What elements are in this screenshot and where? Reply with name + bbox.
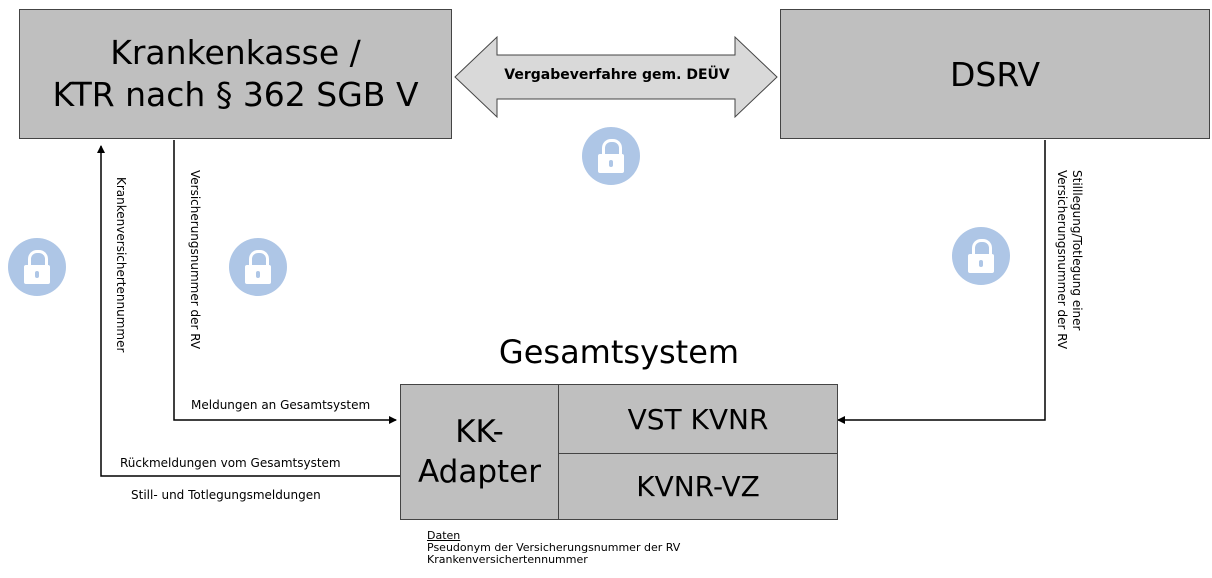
meldungen-label: Meldungen an Gesamtsystem [191, 398, 371, 412]
lock-icon [8, 238, 66, 296]
rueckmeldungen-label: Rückmeldungen vom Gesamtsystem [120, 456, 341, 470]
stilllegung-label-line2: Versicherungsnummer der RV [1055, 170, 1069, 350]
versicherungsnummer-label: Versicherungsnummer der RV [188, 170, 202, 350]
stilllegung-label-line1: Stilllegung/Totlegung einer [1070, 170, 1084, 331]
kvnr-vz-label: KVNR-VZ [636, 470, 760, 503]
double-arrow [454, 35, 778, 119]
krankenkasse-title: Krankenkasse / [110, 33, 361, 72]
stilllegung-line [837, 140, 1046, 424]
krankenkasse-box: Krankenkasse / KTR nach § 362 SGB V [19, 9, 452, 139]
kk-adapter-line1: KK- [455, 414, 504, 450]
meldungen-line [173, 140, 397, 424]
kk-adapter-line2: Adapter [418, 454, 541, 490]
ktr-subtitle: KTR nach § 362 SGB V [52, 75, 419, 114]
still-tot-label: Still- und Totlegungsmeldungen [131, 488, 321, 502]
daten-line1: Pseudonym der Versicherungsnummer der RV [427, 541, 681, 554]
lock-icon [582, 127, 640, 185]
krankenversichertennummer-label: Krankenversichertennummer [114, 177, 128, 353]
daten-heading: Daten [427, 529, 461, 542]
dsrv-title: DSRV [949, 54, 1041, 94]
vst-kvnr-box: VST KVNR [558, 384, 838, 454]
daten-legend: Daten Pseudonym der Versicherungsnummer … [427, 530, 680, 566]
gesamtsystem-title: Gesamtsystem [498, 333, 740, 371]
arrow-label: Vergabeverfahre gem. DEÜV [504, 67, 730, 83]
dsrv-box: DSRV [780, 9, 1210, 139]
lock-icon [952, 227, 1010, 285]
vst-kvnr-label: VST KVNR [627, 402, 769, 436]
lock-icon [229, 238, 287, 296]
kk-adapter-box: KK- Adapter [400, 384, 559, 520]
kvnr-vz-box: KVNR-VZ [558, 453, 838, 520]
daten-line2: Krankenversichertennummer [427, 553, 588, 566]
rueckmeldung-line [97, 145, 400, 477]
